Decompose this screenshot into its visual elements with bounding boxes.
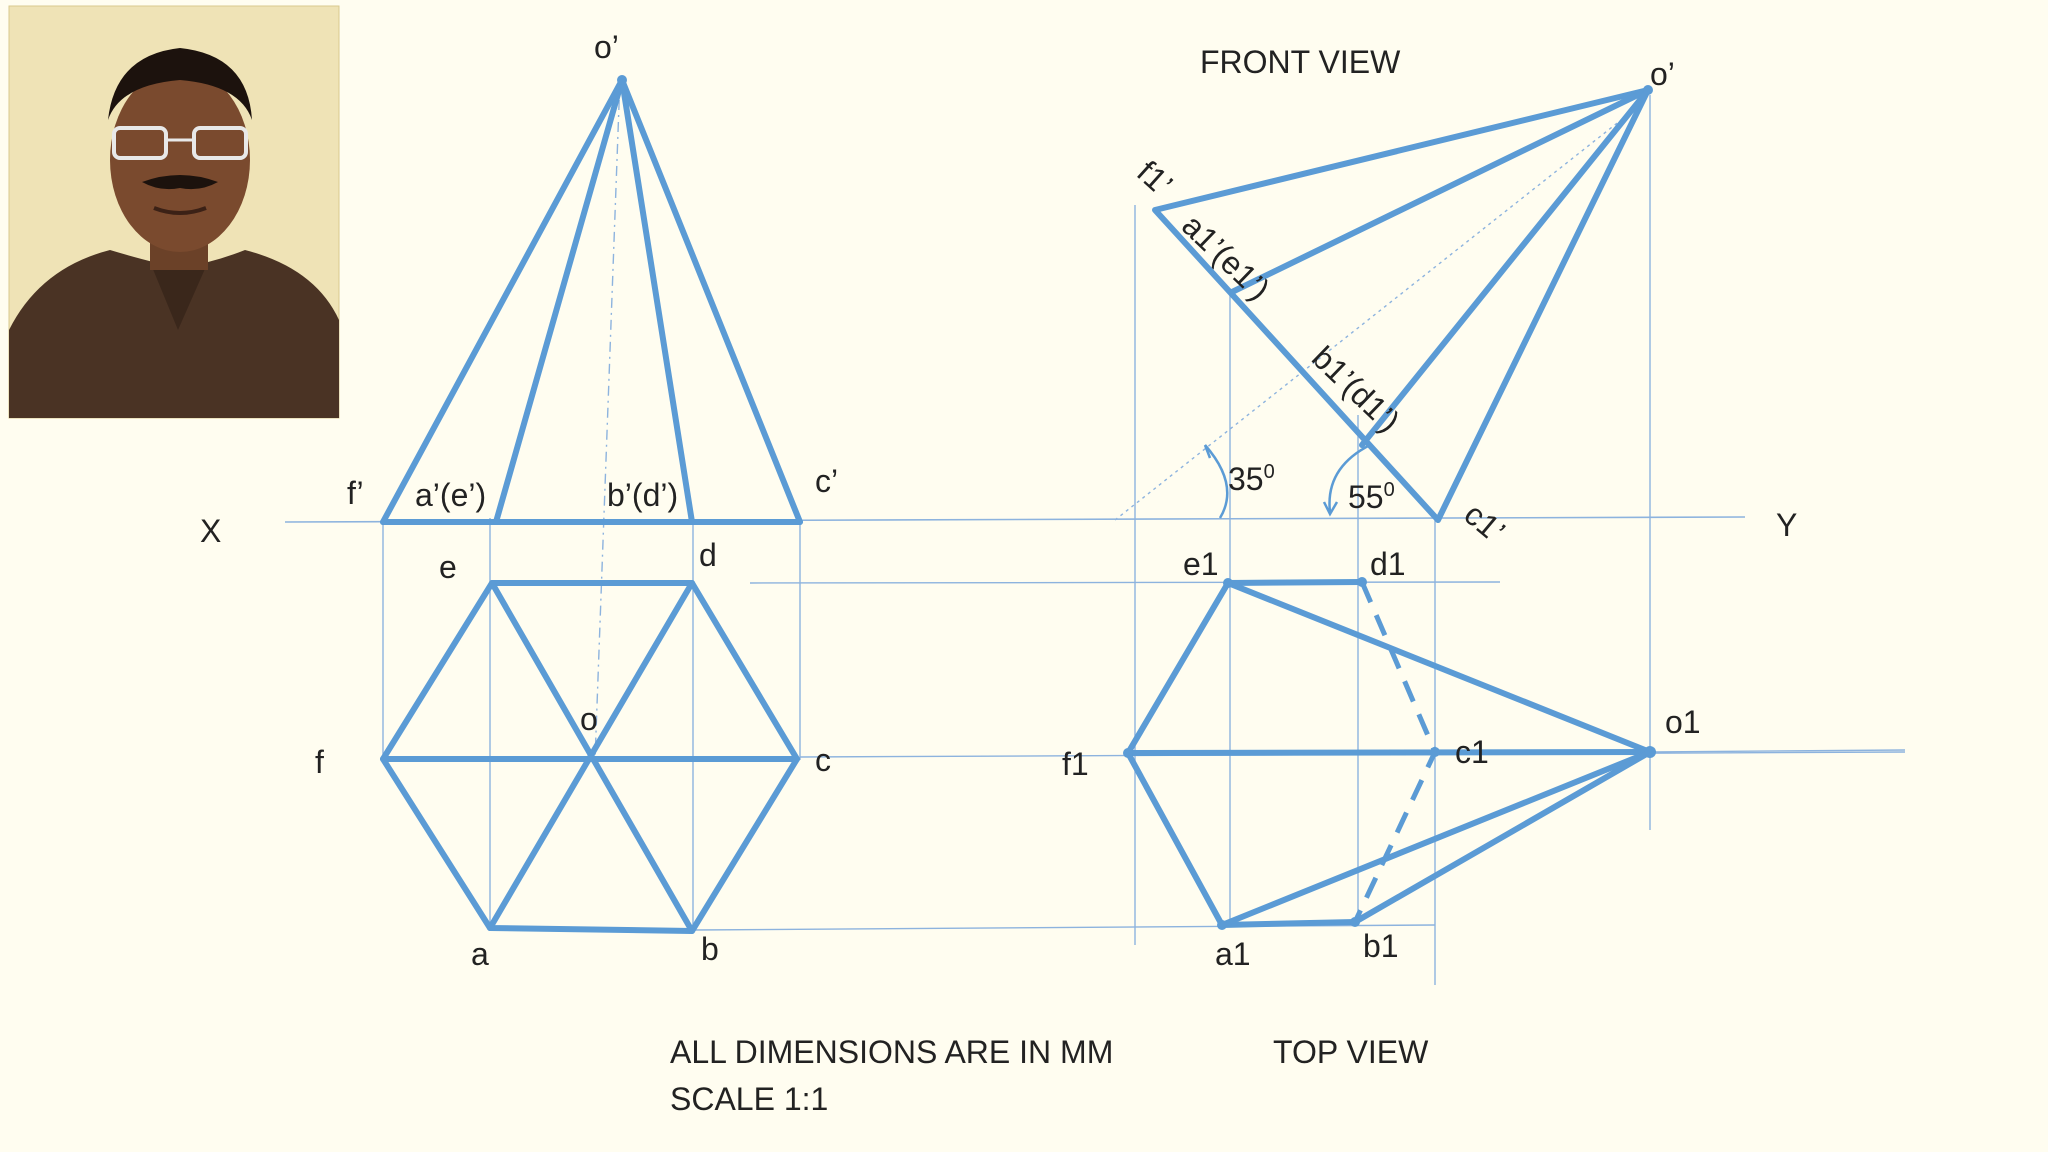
label-apex-left: o’ [594, 29, 619, 65]
dimensions-note: ALL DIMENSIONS ARE IN MM [670, 1034, 1113, 1070]
top-edges-f1-e1-d1 [1125, 579, 1365, 756]
label-b-d-front: b’(d’) [607, 477, 678, 513]
outer-slant-edges [380, 77, 803, 525]
front-view-title: FRONT VIEW [1200, 44, 1401, 80]
apex-point-right [1643, 85, 1653, 95]
point-a1 [1217, 920, 1227, 930]
diagonal-d-a [487, 580, 695, 931]
apex-point [617, 75, 627, 85]
point-e1 [1223, 578, 1233, 588]
label-o: o [580, 701, 598, 737]
label-b1: b1 [1363, 928, 1399, 964]
slant-edge-b1-o1 [1352, 749, 1653, 925]
label-c-front: c’ [815, 463, 838, 499]
point-f1 [1123, 748, 1133, 758]
label-f1-front: f1’ [1130, 153, 1179, 202]
center-line-f1-o1 [1125, 749, 1653, 756]
x-axis-label: X [200, 513, 221, 549]
labels: FRONT VIEW TOP VIEW ALL DIMENSIONS ARE I… [200, 29, 1797, 1117]
point-b1 [1350, 917, 1360, 927]
label-c1: c1 [1455, 734, 1489, 770]
axis-of-pyramid [594, 77, 621, 761]
scale-note: SCALE 1:1 [670, 1081, 828, 1117]
reference-lines [284, 77, 1906, 985]
label-f: f [315, 744, 324, 780]
projector-b-b1 [692, 924, 1436, 931]
angle-arc-55 [1328, 443, 1371, 513]
label-a1: a1 [1215, 936, 1251, 972]
point-c1 [1430, 747, 1440, 757]
point-d1 [1357, 577, 1367, 587]
slant-edge-a-e [493, 77, 625, 525]
top-view-title: TOP VIEW [1273, 1034, 1429, 1070]
label-o1: o1 [1665, 704, 1701, 740]
label-b: b [701, 931, 719, 967]
label-c1-front: c1’ [1458, 496, 1512, 550]
top-view-axis [1639, 749, 1906, 753]
label-a-e-front: a’(e’) [415, 477, 486, 513]
label-angle-35: 350 [1228, 461, 1275, 497]
label-f1: f1 [1062, 746, 1089, 782]
projector-d-d1 [749, 581, 1501, 584]
angle-arrow-35 [1203, 444, 1212, 459]
label-d: d [699, 537, 717, 573]
outline-triangle [1152, 87, 1651, 523]
angle-arc-35 [1204, 444, 1229, 519]
top-edges-f1-a1-b1 [1125, 750, 1358, 928]
label-a: a [471, 936, 489, 972]
right-top-view [1123, 577, 1656, 930]
label-e: e [439, 549, 457, 585]
label-c: c [815, 742, 831, 778]
slant-edge-a1-e1 [1229, 87, 1651, 295]
author-photo [8, 5, 340, 419]
label-angle-55: 550 [1348, 479, 1395, 515]
label-apex-right: o’ [1650, 56, 1675, 92]
angle-arrow-55 [1322, 501, 1339, 517]
slant-edge-b-d [619, 77, 695, 525]
label-e1: e1 [1183, 546, 1219, 582]
slant-edge-b1-d1 [1359, 87, 1651, 448]
point-o1 [1644, 746, 1656, 758]
y-axis-label: Y [1776, 507, 1797, 543]
label-f-front: f’ [347, 475, 364, 511]
label-d1: d1 [1370, 546, 1406, 582]
left-top-view [380, 580, 800, 934]
left-front-view [380, 75, 803, 525]
right-front-view [1152, 85, 1653, 523]
